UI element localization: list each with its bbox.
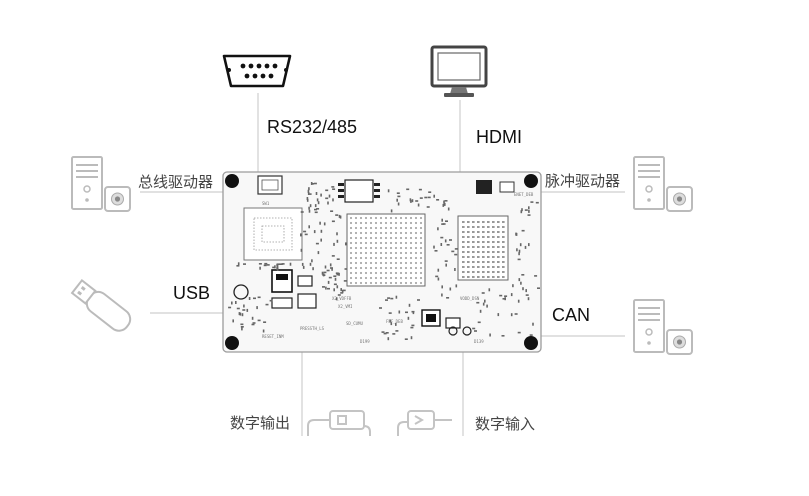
silk-vodd: VODD_DSN — [460, 296, 480, 301]
label-hdmi: HDMI — [476, 127, 522, 147]
pc-tower-icon-left — [71, 156, 131, 212]
db9-connector-icon — [222, 54, 292, 88]
label-usb: USB — [173, 283, 211, 303]
silk-sd: SD_CUMU — [346, 321, 363, 326]
label-pulse-driver: 脉冲驱动器 — [545, 172, 621, 190]
pc-tower-icon-right — [633, 156, 693, 212]
silk-enet: ENET_DEB — [514, 192, 534, 197]
silk-sw1: SW1 — [262, 201, 270, 206]
mount-hole — [225, 336, 239, 350]
silk-pressth: PRESSTH_LS — [300, 326, 325, 331]
label-digital-in: 数字输入 — [475, 415, 536, 433]
digital-in-plug-icon — [397, 410, 452, 436]
mount-hole — [524, 174, 538, 188]
silk-reset: RESET_INM — [262, 334, 284, 339]
silk-d199: D199 — [360, 339, 370, 344]
silk-x2vd2: X2_VMI — [338, 304, 353, 309]
label-digital-out: 数字输出 — [230, 414, 291, 432]
monitor-icon — [430, 45, 488, 97]
mount-hole — [524, 336, 538, 350]
digital-out-plug-icon — [307, 410, 371, 436]
usb-drive-icon — [70, 278, 132, 332]
label-rs232: RS232/485 — [267, 117, 358, 137]
pc-tower-icon-can — [633, 299, 693, 355]
silk-fpf: FPF_DEB — [386, 319, 403, 324]
silk-x2vd: X2_VDFFB — [332, 296, 352, 301]
mount-hole — [225, 174, 239, 188]
label-can: CAN — [552, 305, 591, 325]
silk-d139: D139 — [474, 339, 484, 344]
control-board: SW1 RESET_INM PRESSTH_LS X2_VDFFB X2_VMI… — [222, 171, 542, 353]
label-bus-driver: 总线驱动器 — [138, 173, 214, 191]
connection-lines — [140, 93, 625, 436]
